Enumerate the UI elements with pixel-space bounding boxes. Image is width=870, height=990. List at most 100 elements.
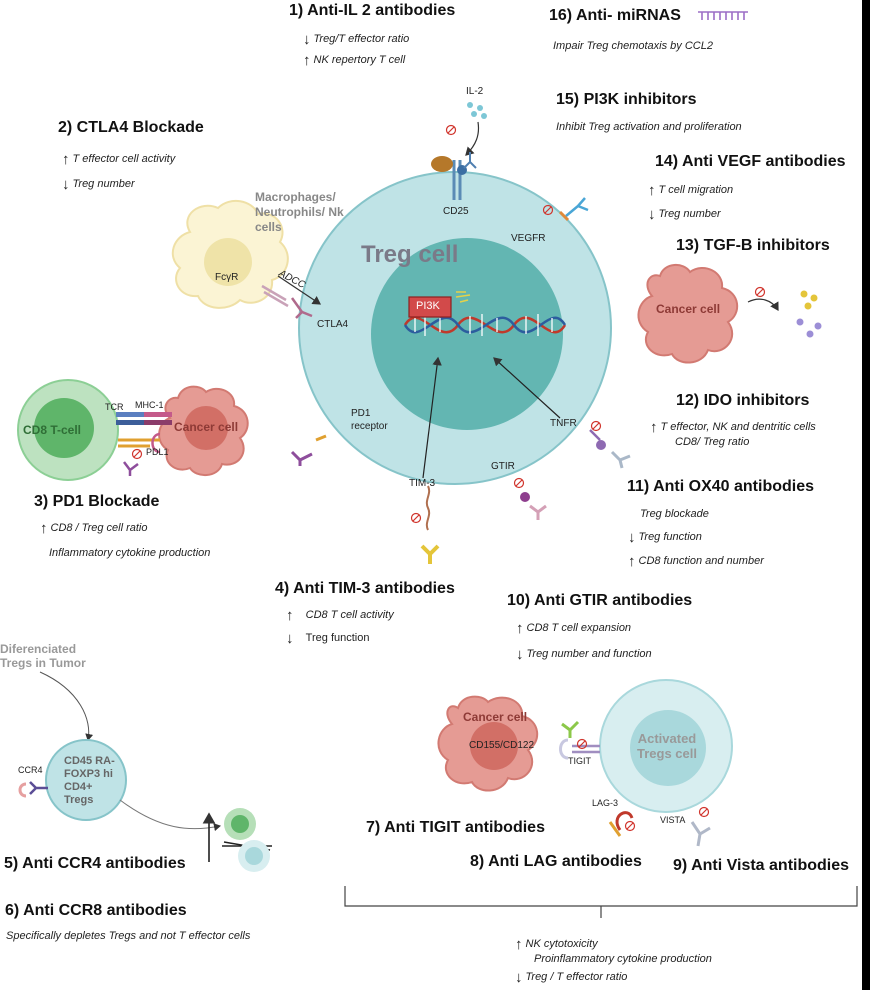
- cd25-label: CD25: [443, 206, 469, 217]
- vegfr-label: VEGFR: [511, 233, 546, 244]
- up-arrow-icon: ↑: [516, 620, 524, 637]
- ox40-antibody-icon: [610, 450, 631, 469]
- note-4a: ↑ CD8 T cell activity: [286, 607, 394, 624]
- cancer-cell-tgfb-label: Cancer cell: [656, 302, 721, 316]
- up-arrow-icon: ↑: [648, 182, 656, 199]
- ccr4-receptor-icon: [29, 781, 48, 795]
- note-11c: ↑CD8 function and number: [628, 553, 764, 570]
- title-9: 9) Anti Vista antibodies: [673, 857, 850, 874]
- note-11b: ↓Treg function: [628, 529, 702, 546]
- note-bottom-a: ↑NK cytotoxicity: [515, 936, 598, 953]
- tigit-antibody-icon: [561, 720, 580, 738]
- pdl1-label: PDL1: [146, 447, 169, 457]
- note-12b: CD8/ Treg ratio: [675, 436, 750, 448]
- fcgr-label: FcγR: [215, 272, 239, 283]
- tim3-antibody-icon: [420, 544, 440, 564]
- note-10b: ↓Treg number and function: [516, 646, 652, 663]
- title-16: 16) Anti- miRNAS: [549, 7, 681, 24]
- cancer-cell-tgfb: [637, 264, 738, 364]
- cd45-line-4: Tregs: [64, 794, 94, 806]
- cd45-line-2: FOXP3 hi: [64, 768, 113, 780]
- gtir-antibody-icon: [529, 504, 547, 520]
- note-2b: ↓Treg number: [62, 176, 135, 193]
- gtir-label: GTIR: [491, 461, 515, 472]
- down-arrow-icon: ↓: [516, 646, 524, 663]
- pd1-receptor-line-2: receptor: [351, 421, 388, 432]
- bottom-bracket: [344, 886, 858, 918]
- fcgr-receptor-icon: [261, 284, 289, 308]
- down-arrow-icon: ↓: [648, 206, 656, 223]
- title-5: 5) Anti CCR4 antibodies: [4, 855, 186, 872]
- mirna-icon: [698, 11, 748, 20]
- title-1: 1) Anti-IL 2 antibodies: [289, 2, 456, 19]
- macrophages-line-3: cells: [255, 220, 282, 234]
- vista-inhibit-icon: [698, 806, 710, 818]
- pd1-receptor-line-1: PD1: [351, 408, 371, 419]
- note-10a: ↑CD8 T cell expansion: [516, 620, 632, 637]
- note-16a: Impair Treg chemotaxis by CCL2: [553, 40, 713, 52]
- note-3a: ↑CD8 / Treg cell ratio: [40, 520, 148, 537]
- il2-molecules: [467, 102, 487, 119]
- note-14b: ↓Treg number: [648, 206, 721, 223]
- tim3-label: TIM-3: [409, 478, 436, 489]
- note-2a: ↑T effector cell activity: [62, 151, 176, 168]
- macrophages-label: Macrophages/ Neutrophils/ Nk cells: [255, 190, 344, 235]
- cd155-label: CD155/CD122: [469, 740, 535, 751]
- title-10: 10) Anti GTIR antibodies: [507, 592, 693, 609]
- diff-tregs-line-2: Tregs in Tumor: [0, 656, 86, 670]
- tgfb-inhibit-icon: [754, 286, 766, 298]
- title-7: 7) Anti TIGIT antibodies: [366, 819, 545, 836]
- note-12a: ↑T effector, NK and dentritic cells: [650, 419, 816, 436]
- lag3-label: LAG-3: [592, 798, 619, 808]
- tnfr-label: TNFR: [550, 418, 577, 429]
- pi3k-box: [408, 296, 452, 318]
- diff-tregs-label: Diferenciated Tregs in Tumor: [0, 642, 86, 670]
- down-arrow-icon: ↓: [286, 630, 294, 647]
- tcr-mhc-complex: [116, 412, 172, 425]
- activated-line-2: Tregs cell: [637, 746, 697, 761]
- title-13: 13) TGF-B inhibitors: [676, 237, 830, 254]
- up-arrow-icon: ↑: [628, 553, 636, 570]
- dna-helix: [403, 314, 567, 336]
- treg-nucleus: [371, 238, 563, 430]
- lag3-inhibit-icon: [624, 820, 636, 832]
- title-12: 12) IDO inhibitors: [676, 392, 810, 409]
- gtir-inhibit-icon: [513, 477, 525, 489]
- tnfr-receptor-icon: [589, 429, 601, 441]
- vegf-antibody-icon: [565, 197, 589, 217]
- note-15a: Inhibit Treg activation and proliferatio…: [556, 121, 742, 133]
- cancer-cell-left-label: Cancer cell: [174, 420, 239, 434]
- ox40-inhibit-icon: [590, 420, 602, 432]
- note-bottom-b: Proinflammatory cytokine production: [534, 953, 712, 965]
- pd1-antibody-icon: [290, 450, 313, 466]
- diff-tregs-line-1: Diferenciated: [0, 642, 77, 656]
- title-3: 3) PD1 Blockade: [34, 493, 160, 510]
- cd45-line-1: CD45 RA-: [64, 755, 115, 767]
- note-1b: ↑NK repertory T cell: [303, 52, 406, 69]
- note-4b: ↓ Treg function: [286, 630, 370, 647]
- cd45-label: CD45 RA- FOXP3 hi CD4+ Tregs: [64, 755, 115, 807]
- note-3b: Inflammatory cytokine production: [49, 547, 211, 559]
- il2-inhibit-icon: [445, 124, 457, 136]
- up-arrow-icon: ↑: [62, 151, 70, 168]
- title-4: 4) Anti TIM-3 antibodies: [275, 580, 455, 597]
- tigit-label: TIGIT: [568, 756, 591, 766]
- il2-antibody-icon: [431, 156, 453, 172]
- cd8-tcell-label: CD8 T-cell: [23, 423, 82, 437]
- title-14: 14) Anti VEGF antibodies: [655, 153, 846, 170]
- tcr-label: TCR: [105, 402, 124, 412]
- up-arrow-icon: ↑: [515, 936, 523, 953]
- treg-cell-label: Treg cell: [361, 241, 459, 268]
- note-11a: Treg blockade: [640, 508, 709, 520]
- down-arrow-icon: ↓: [515, 969, 523, 986]
- note-14a: ↑T cell migration: [648, 182, 734, 199]
- down-arrow-icon: ↓: [303, 31, 311, 48]
- note-bottom-c: ↓Treg / T effector ratio: [515, 969, 628, 986]
- tigit-inhibit-icon: [576, 738, 588, 750]
- title-11: 11) Anti OX40 antibodies: [627, 478, 815, 495]
- down-arrow-icon: ↓: [628, 529, 636, 546]
- cd45-line-3: CD4+: [64, 781, 93, 793]
- activated-tregs-label: Activated Tregs cell: [637, 731, 697, 761]
- up-arrow-icon: ↑: [286, 607, 294, 624]
